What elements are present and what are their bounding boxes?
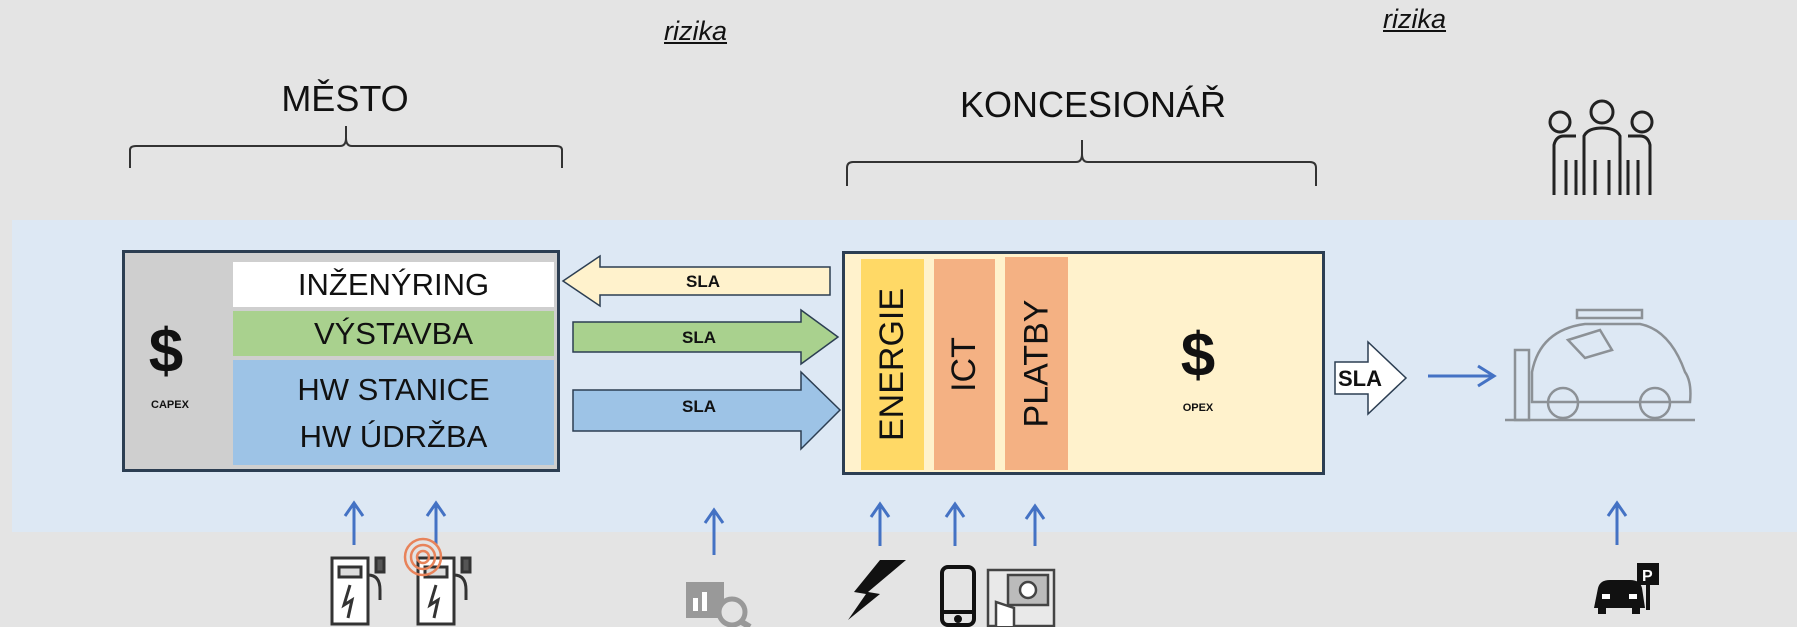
car-parking-icon: P (1594, 563, 1659, 614)
hardware-row: HW STANICE HW ÚDRŽBA (233, 360, 554, 465)
ev-charger-icon (330, 556, 472, 626)
concessionaire-heading: KONCESIONÁŘ (960, 84, 1227, 125)
capex-label: CAPEX (151, 399, 189, 411)
sla-arrow-blue (572, 370, 842, 451)
ict-column: ICT (934, 259, 995, 470)
hw-maintenance-label: HW ÚDRŽBA (299, 418, 488, 454)
city-heading: MĚSTO (281, 78, 409, 119)
capex-dollar-icon: $ (148, 317, 184, 386)
payments-column: PLATBY (1005, 257, 1068, 470)
arrow-to-car (1428, 364, 1497, 388)
electric-car-icon (1505, 308, 1695, 422)
smartphone-icon (940, 565, 976, 627)
sla-arrow-green (572, 308, 840, 366)
lightning-icon (848, 560, 906, 620)
sla-label-middle: SLA (682, 328, 716, 347)
users-icon (1548, 99, 1654, 195)
sla-label-top: SLA (686, 272, 720, 291)
sla-arrow-customer (1334, 340, 1408, 416)
opex-dollar-icon: $ (1180, 321, 1216, 390)
svg-text:P: P (1642, 568, 1653, 585)
cash-payment-icon (986, 568, 1056, 627)
signal-icon (403, 537, 443, 577)
construction-row: VÝSTAVBA (233, 311, 554, 356)
up-arrows (343, 500, 1628, 555)
city-brace (129, 126, 563, 168)
risks-label-center: rizika (664, 16, 728, 46)
hw-station-label: HW STANICE (297, 371, 490, 407)
engineering-row: INŽENÝRING (233, 262, 554, 307)
opex-label: OPEX (1182, 402, 1214, 414)
sla-arrow-left (561, 254, 831, 308)
energy-column: ENERGIE (861, 259, 924, 470)
concessionaire-brace (846, 140, 1317, 186)
sla-label-bottom: SLA (682, 397, 716, 416)
sla-label-customer: SLA (1338, 366, 1382, 391)
risks-label-right: rizika (1383, 4, 1447, 34)
chart-search-icon (686, 582, 752, 627)
